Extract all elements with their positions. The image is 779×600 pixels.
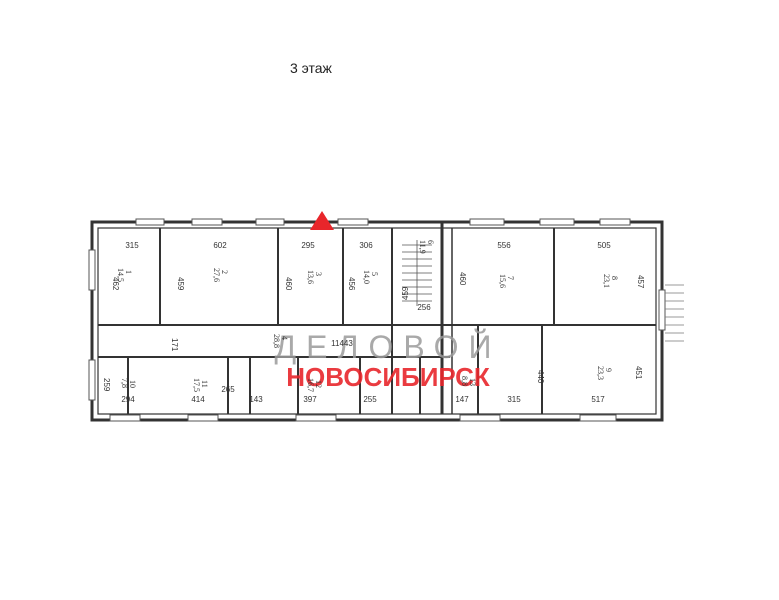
room-12-num: 12 <box>314 380 323 388</box>
windows <box>88 218 666 422</box>
top-dim-6: 505 <box>597 241 611 250</box>
floor-label: 3 этаж <box>290 60 332 76</box>
side-dim-13: 11443 <box>331 339 353 348</box>
side-dim-7: 460 <box>458 272 467 286</box>
room-4-num: 4 <box>280 336 289 340</box>
room-5-num: 5 <box>370 272 379 276</box>
top-dimensions: 315 602 295 306 556 505 <box>125 241 611 250</box>
side-dim-12: 440 <box>536 370 545 384</box>
side-dim-3: 460 <box>284 277 293 291</box>
side-dimensions: 462 459 460 456 459 256 460 457 451 259 … <box>102 272 645 392</box>
room-4-area: 28,8 <box>272 334 281 348</box>
side-dim-1: 462 <box>111 277 120 291</box>
bottom-dim-5: 397 <box>303 395 317 404</box>
room-1-area: 14,5 <box>116 268 125 282</box>
room-2-num: 2 <box>220 270 229 274</box>
side-dim-2: 459 <box>176 277 185 291</box>
interior-walls <box>98 222 656 414</box>
watermark-line2: НОВОСИБИРСК <box>286 362 490 392</box>
marker-triangle <box>310 211 334 230</box>
side-dim-9: 451 <box>634 366 643 380</box>
side-dim-11: 171 <box>170 338 179 352</box>
room-5-area: 14,0 <box>362 270 371 284</box>
side-dim-5: 459 <box>401 286 410 300</box>
room-10-area: 7,8 <box>120 378 129 388</box>
room-11-area: 17,5 <box>192 378 201 392</box>
bottom-dim-1: 294 <box>121 395 135 404</box>
top-dim-3: 295 <box>301 241 315 250</box>
room-8-area: 23,1 <box>602 274 611 288</box>
room-6-num: 6 <box>426 240 435 244</box>
bottom-dim-4: 143 <box>249 395 263 404</box>
top-dim-5: 556 <box>497 241 511 250</box>
room-labels: 1 14,5 2 27,6 3 13,6 4 28,8 5 14,0 6 11,… <box>116 240 619 392</box>
room-1-num: 1 <box>124 270 133 274</box>
bottom-dim-2: 414 <box>191 395 205 404</box>
bottom-dimensions: 294 414 265 143 397 255 147 315 517 <box>121 385 605 404</box>
bottom-dim-6: 255 <box>363 395 377 404</box>
room-12-area: 16,7 <box>306 378 315 392</box>
side-dim-10: 259 <box>102 378 111 392</box>
room-8-num: 8 <box>610 276 619 280</box>
room-11-num: 11 <box>200 380 209 388</box>
room-13-num: 13 <box>468 378 477 386</box>
room-2-area: 27,6 <box>212 268 221 282</box>
bottom-dim-9: 517 <box>591 395 605 404</box>
room-3-num: 3 <box>314 272 323 276</box>
room-6-area: 11,9 <box>418 240 427 254</box>
room-10-num: 10 <box>128 380 137 388</box>
staircase <box>402 240 432 306</box>
room-7-num: 7 <box>506 276 515 280</box>
external-stair <box>665 284 684 342</box>
watermark-line1: ДЕЛОВОЙ <box>274 329 501 365</box>
room-3-area: 13,6 <box>306 270 315 284</box>
bottom-dim-7: 147 <box>455 395 469 404</box>
room-9-num: 9 <box>604 368 613 372</box>
side-dim-4: 456 <box>347 277 356 291</box>
side-dim-6: 256 <box>417 303 431 312</box>
top-dim-2: 602 <box>213 241 227 250</box>
room-13-area: 8,8 <box>460 376 469 386</box>
top-dim-1: 315 <box>125 241 139 250</box>
bottom-dim-3: 265 <box>221 385 235 394</box>
room-9-area: 23,3 <box>596 366 605 380</box>
watermark: ДЕЛОВОЙ НОВОСИБИРСК <box>274 329 501 392</box>
top-dim-4: 306 <box>359 241 373 250</box>
bottom-dim-8: 315 <box>507 395 521 404</box>
side-dim-8: 457 <box>636 275 645 289</box>
room-7-area: 15,6 <box>498 274 507 288</box>
